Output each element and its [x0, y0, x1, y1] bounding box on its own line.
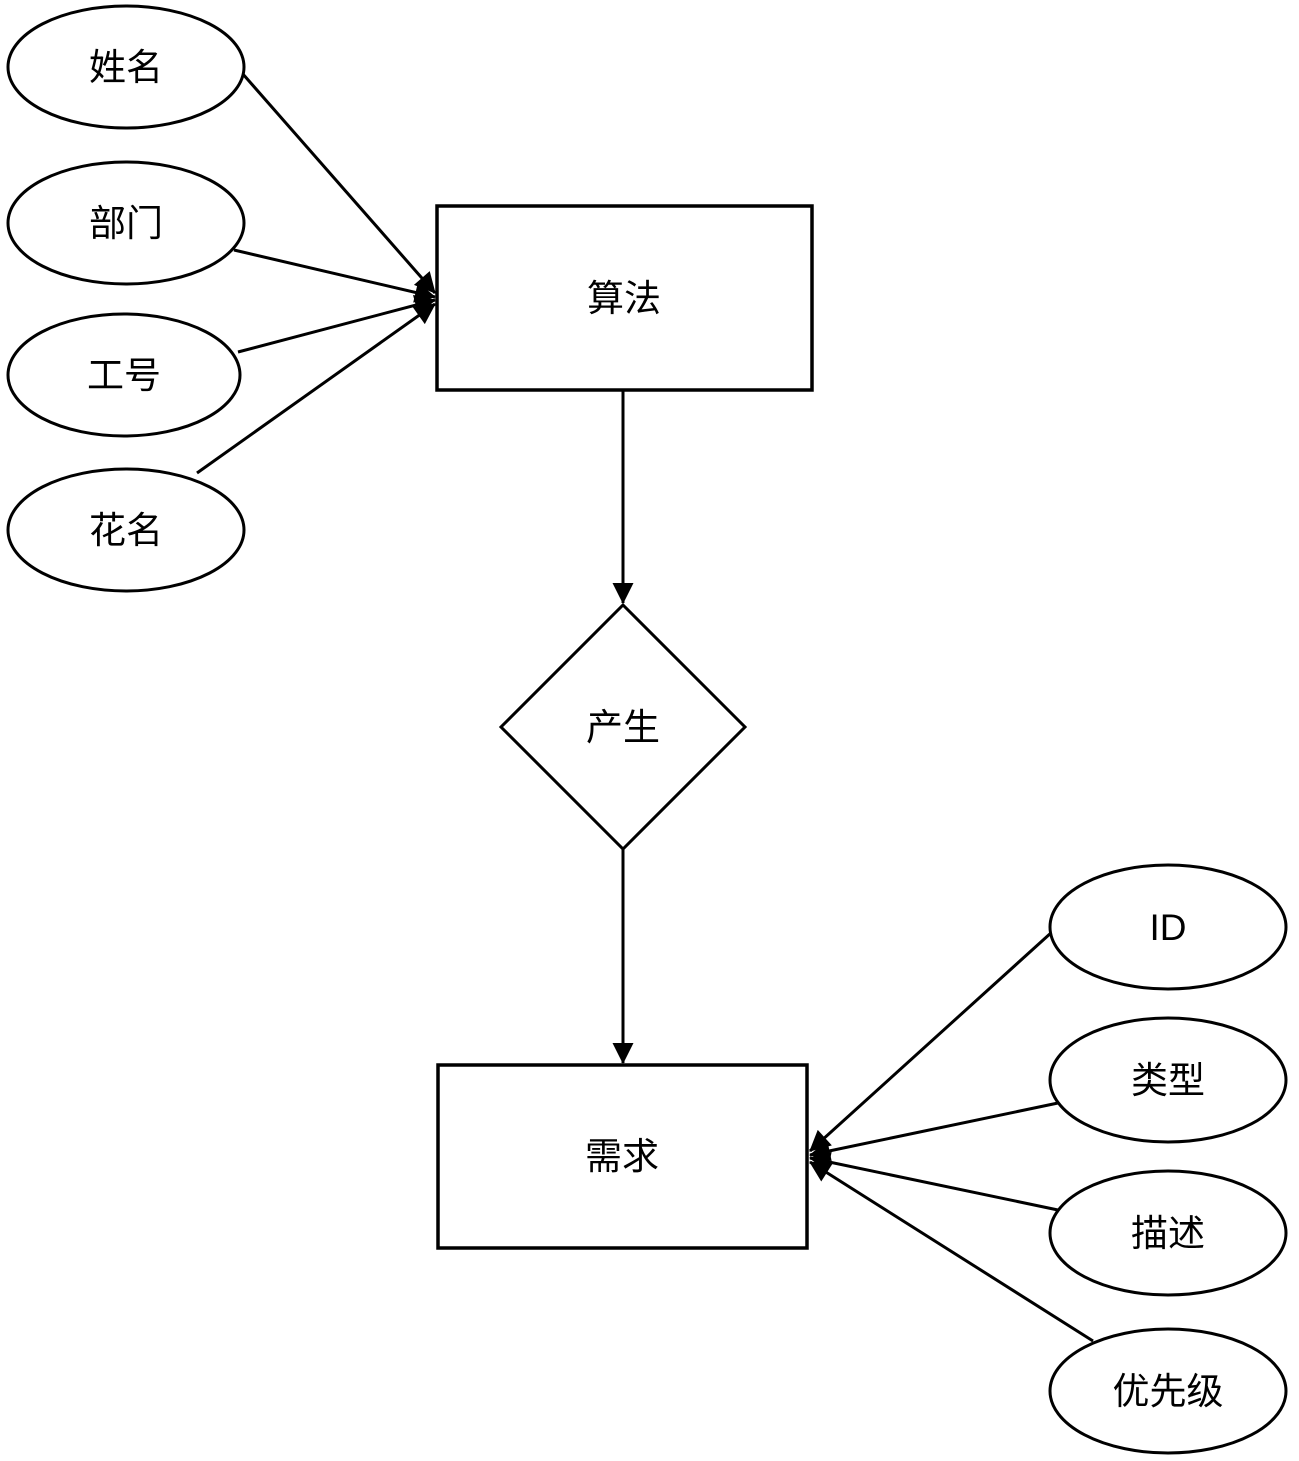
- relationship-produces: 产生: [498, 602, 748, 852]
- attribute-ellipse-name-shape: [6, 4, 246, 130]
- attribute-ellipse-type: 类型: [1048, 1016, 1288, 1144]
- attribute-label-id: ID: [1150, 907, 1187, 948]
- attribute-ellipse-description: 描述: [1048, 1169, 1288, 1297]
- attribute-label-type: 类型: [1131, 1060, 1205, 1101]
- entity-requirement-label: 需求: [585, 1136, 659, 1177]
- edge-employee-id-to-algorithm: [237, 294, 437, 354]
- attribute-ellipse-employee-id-shape: [6, 312, 242, 438]
- attribute-ellipse-nickname: 花名: [6, 467, 246, 593]
- attribute-label-nickname: 花名: [89, 510, 163, 551]
- edge-group: [196, 72, 1094, 1343]
- attribute-ellipse-id: ID: [1048, 863, 1288, 991]
- relationship-produces-shape: [498, 602, 748, 852]
- edge-description-to-requirement: [808, 1151, 1059, 1212]
- attribute-label-department: 部门: [89, 203, 163, 244]
- edge-id-to-requirement: [808, 930, 1054, 1153]
- attribute-label-name: 姓名: [89, 47, 163, 88]
- attribute-label-employee-id: 工号: [87, 355, 161, 396]
- entity-requirement-shape: [436, 1063, 809, 1250]
- entity-requirement: 需求: [436, 1063, 809, 1250]
- attribute-ellipse-name: 姓名: [6, 4, 246, 130]
- attribute-ellipse-description-shape: [1048, 1169, 1288, 1297]
- attribute-label-description: 描述: [1131, 1213, 1205, 1254]
- edge-department-to-algorithm: [233, 248, 437, 303]
- edge-name-to-algorithm: [240, 72, 437, 294]
- attribute-ellipse-id-shape: [1048, 863, 1288, 991]
- entity-algorithm: 算法: [435, 204, 814, 392]
- edge-priority-to-requirement: [809, 1160, 1094, 1343]
- entity-algorithm-shape: [435, 204, 814, 392]
- edge-nickname-to-algorithm: [196, 302, 436, 475]
- attribute-label-priority: 优先级: [1113, 1371, 1224, 1412]
- attribute-ellipse-type-shape: [1048, 1016, 1288, 1144]
- attribute-ellipse-priority: 优先级: [1048, 1327, 1288, 1455]
- attribute-ellipse-department: 部门: [6, 160, 246, 286]
- attribute-ellipse-department-shape: [6, 160, 246, 286]
- edge-type-to-requirement: [808, 1101, 1059, 1162]
- entity-algorithm-label: 算法: [587, 278, 661, 319]
- attribute-ellipse-employee-id: 工号: [6, 312, 242, 438]
- attribute-ellipse-nickname-shape: [6, 467, 246, 593]
- attribute-ellipse-priority-shape: [1048, 1327, 1288, 1455]
- relationship-produces-label: 产生: [586, 707, 660, 748]
